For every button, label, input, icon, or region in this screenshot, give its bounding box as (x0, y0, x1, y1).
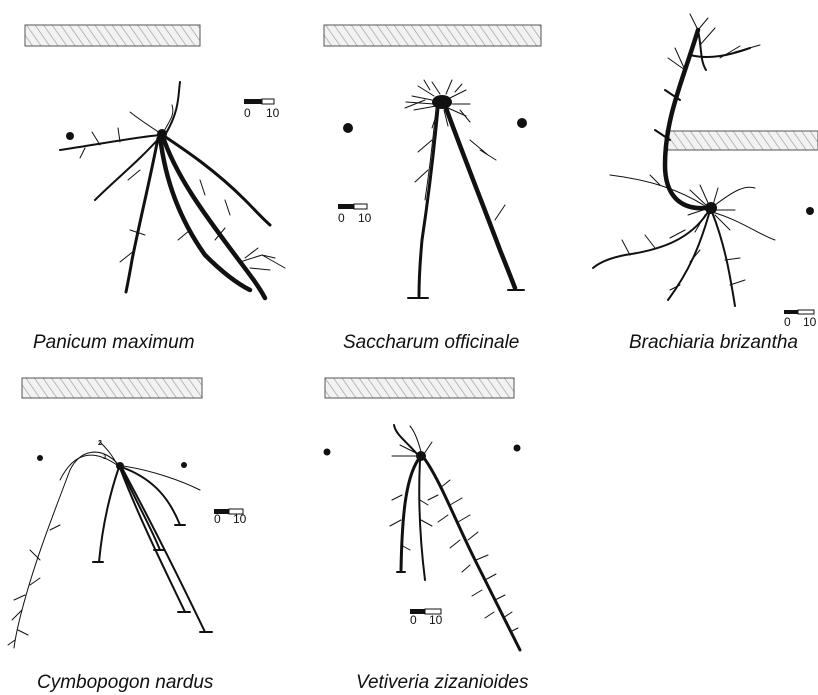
scale-bar: 0 10 (244, 99, 280, 120)
reference-dot (517, 118, 527, 128)
reference-dot (324, 449, 331, 456)
scale-min-label: 0 (410, 613, 417, 627)
soil-surface-bar (22, 378, 202, 398)
scale-bar: 0 10 (784, 310, 817, 329)
species-label: Brachiaria brizantha (629, 332, 798, 353)
soil-surface-bar (324, 25, 541, 46)
soil-surface-bar (25, 25, 200, 46)
species-label: Vetiveria zizanioides (356, 672, 529, 693)
scale-max-label: 10 (429, 613, 443, 627)
reference-dot (66, 132, 74, 140)
species-label: Panicum maximum (33, 332, 195, 353)
scale-max-label: 10 (803, 315, 817, 329)
reference-dot (806, 207, 814, 215)
scale-bar: 0 10 (338, 204, 372, 225)
root-system-drawing (60, 82, 285, 298)
scale-max-label: 10 (358, 211, 372, 225)
panel-vetiveria-zizanioides: 0 10 Vetiveria zizanioides (324, 378, 529, 693)
panel-saccharum-officinale: 0 10 Saccharum officinale (324, 25, 541, 353)
root-system-drawing (405, 80, 524, 298)
scale-bar: 0 10 (410, 609, 443, 627)
scale-min-label: 0 (244, 106, 251, 120)
reference-dot (181, 462, 187, 468)
reference-dot (514, 445, 521, 452)
root-system-drawing (8, 442, 212, 648)
species-label: Cymbopogon nardus (37, 672, 214, 693)
panel-cymbopogon-nardus: 0 10 2 1 Cymbopogon nardus (8, 378, 247, 693)
reference-dot (343, 123, 353, 133)
panel-panicum-maximum: 0 10 Panicum maximum (25, 25, 285, 353)
soil-surface-bar (325, 378, 514, 398)
scale-min-label: 0 (338, 211, 345, 225)
scale-min-label: 0 (784, 315, 791, 329)
scale-max-label: 10 (266, 106, 280, 120)
scale-min-label: 0 (214, 512, 221, 526)
species-label: Saccharum officinale (343, 332, 519, 353)
reference-dot (37, 455, 43, 461)
scale-bar: 0 10 (214, 509, 247, 526)
scale-max-label: 10 (233, 512, 247, 526)
panel-brachiaria-brizantha: 0 10 Brachiaria brizantha (593, 14, 818, 353)
root-system-drawing (593, 14, 775, 306)
soil-surface-bar (666, 131, 818, 150)
